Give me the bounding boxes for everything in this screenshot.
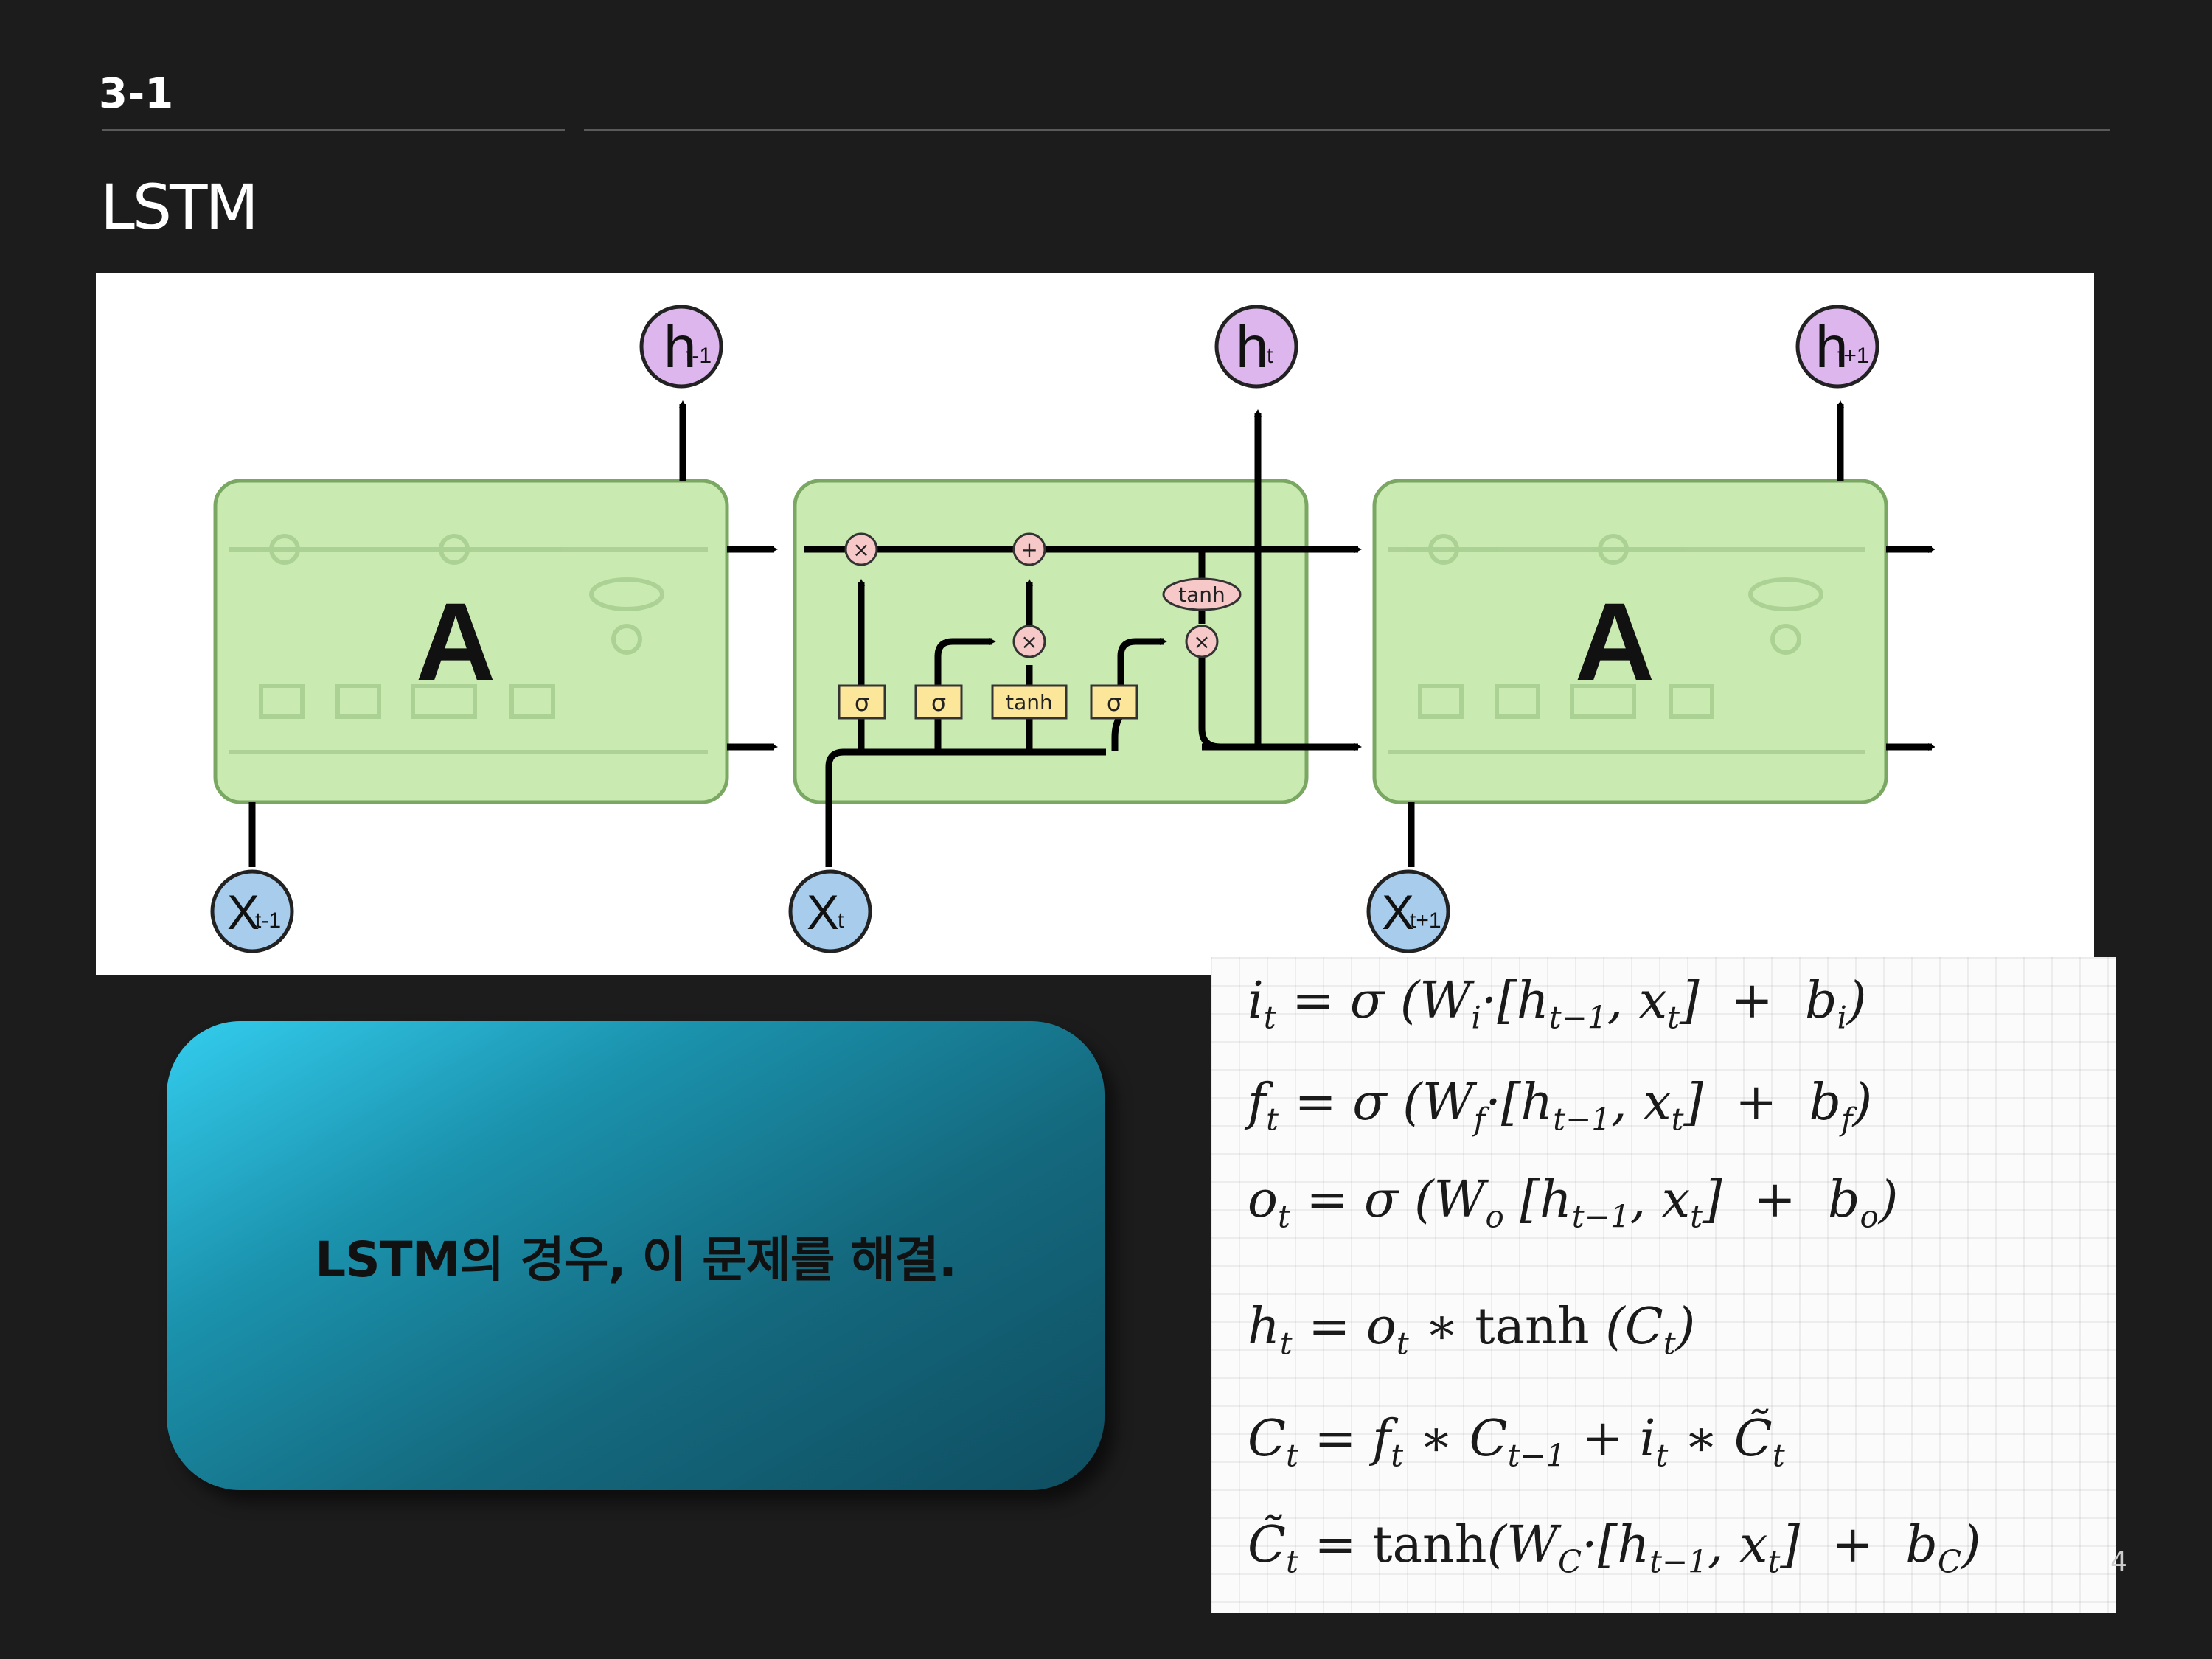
pointwise-multiply-output: ×	[1193, 630, 1210, 654]
x-cur-subscript: t	[838, 908, 844, 933]
pointwise-multiply-forget: ×	[852, 538, 869, 562]
pointwise-ops: × + × × tanh	[844, 532, 1242, 658]
h-cur-label: h	[1236, 314, 1269, 380]
h-prev-subscript: t-1	[686, 344, 712, 368]
equation-hidden-state: ht = ot ∗ tanh (Ct)	[1248, 1298, 1696, 1362]
x-cur-label: X	[807, 885, 839, 939]
gate-candidate-tanh: tanh	[1006, 690, 1053, 714]
lstm-diagram-svg: A A	[210, 305, 1935, 953]
pointwise-add: +	[1020, 538, 1037, 562]
x-prev-label: X	[227, 885, 260, 939]
faded-cell-internals-next	[1388, 534, 1865, 754]
slide-title: LSTM	[100, 171, 259, 243]
header-divider-right	[584, 129, 2110, 131]
h-cur-subscript: t	[1267, 344, 1273, 368]
input-nodes: X t-1 X t X t+1	[210, 869, 1450, 953]
section-number: 3-1	[99, 70, 174, 118]
pointwise-multiply-input: ×	[1020, 630, 1037, 654]
h-next-label: h	[1815, 314, 1848, 380]
x-next-subscript: t+1	[1410, 908, 1441, 933]
h-prev-label: h	[664, 314, 697, 380]
header-divider-left	[102, 129, 565, 131]
x-next-label: X	[1382, 885, 1414, 939]
gate-output-sigma: σ	[1107, 689, 1121, 717]
cell-label-next: A	[1575, 580, 1655, 703]
lstm-diagram: A A	[96, 273, 2094, 975]
gates: σ σ tanh σ	[838, 684, 1138, 720]
gate-input-sigma: σ	[931, 689, 946, 717]
lstm-cell-next: A	[1372, 479, 1888, 804]
equation-candidate: C̃t = tanh(WC·[ht−1, xt] + bC)	[1248, 1516, 1981, 1580]
gate-forget-sigma: σ	[855, 689, 869, 717]
equations-panel: it = σ (Wi·[ht−1, xt] + bi) ft = σ (Wf·[…	[1211, 957, 2116, 1613]
hidden-output-nodes: h t-1 h t h t+1	[639, 305, 1879, 389]
lstm-cell-current	[793, 479, 1309, 804]
x-prev-subscript: t-1	[255, 908, 281, 933]
faded-cell-internals-prev	[229, 534, 708, 754]
equation-output-gate: ot = σ (Wo [ht−1, xt] + bo)	[1248, 1171, 1899, 1235]
cell-label-prev: A	[416, 580, 495, 703]
callout-box: LSTM의 경우, 이 문제를 해결.	[167, 1021, 1105, 1490]
h-next-subscript: t+1	[1837, 344, 1869, 368]
equation-forget-gate: ft = σ (Wf·[ht−1, xt] + bf)	[1248, 1074, 1873, 1138]
callout-text: LSTM의 경우, 이 문제를 해결.	[315, 1231, 957, 1288]
pointwise-tanh: tanh	[1178, 582, 1225, 607]
equation-cell-state: Ct = ft ∗ Ct−1 + it ∗ C̃t	[1248, 1410, 1785, 1474]
page-number: 4	[2110, 1547, 2127, 1577]
equation-input-gate: it = σ (Wi·[ht−1, xt] + bi)	[1248, 972, 1867, 1036]
lstm-cell-prev: A	[213, 479, 729, 804]
